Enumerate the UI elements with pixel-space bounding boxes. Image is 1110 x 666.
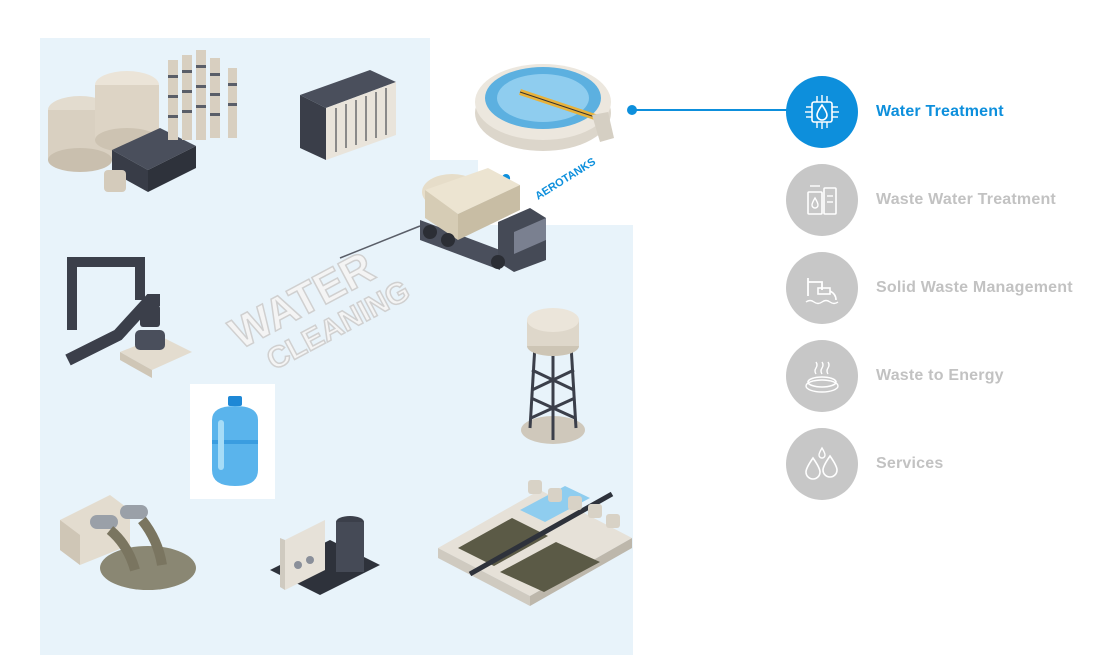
control-cabinet-tank (270, 516, 380, 595)
pipe-outflow-icon (805, 278, 839, 305)
menu-icon-circle (786, 164, 858, 236)
aerotanks-label: AEROTANKS (533, 156, 598, 203)
scene-background (40, 38, 633, 655)
menu-icon-circle (786, 252, 858, 324)
menu-icon-circle (786, 428, 858, 500)
settling-basins (438, 480, 632, 606)
membrane-filter-unit (300, 70, 396, 160)
water-drops-icon (805, 446, 838, 480)
menu-label: Services (876, 455, 944, 472)
water-tower (521, 308, 585, 444)
menu-item-services[interactable]: Services (786, 428, 1106, 500)
menu-icon-circle (786, 76, 858, 148)
menu-label: Waste Water Treatment (876, 191, 1056, 208)
menu-item-waste-to-energy[interactable]: Waste to Energy (786, 340, 1106, 412)
menu-item-waste-water-treatment[interactable]: Waste Water Treatment (786, 164, 1106, 236)
sewage-outfall (60, 495, 196, 590)
menu-label: Waste to Energy (876, 367, 1004, 384)
steam-pot-icon (805, 361, 839, 393)
water-jug (212, 396, 258, 486)
industrial-plant (48, 50, 237, 192)
callout-connector (632, 109, 788, 111)
water-cleaning-illustration: AEROTANKS WATER CLEANING (40, 38, 633, 655)
lab-containers-icon (807, 185, 837, 215)
aerotank-basin (475, 64, 614, 151)
menu-label: Solid Waste Management (876, 279, 1073, 296)
pipe-pump-station (65, 257, 192, 378)
menu-icon-circle (786, 340, 858, 412)
menu-item-solid-waste-management[interactable]: Solid Waste Management (786, 252, 1106, 324)
menu-item-water-treatment[interactable]: Water Treatment (786, 76, 1106, 148)
menu-label: Water Treatment (876, 103, 1004, 120)
tank-truck (420, 168, 546, 272)
water-treatment-chip-icon (805, 95, 839, 129)
callout-dot (627, 105, 637, 115)
